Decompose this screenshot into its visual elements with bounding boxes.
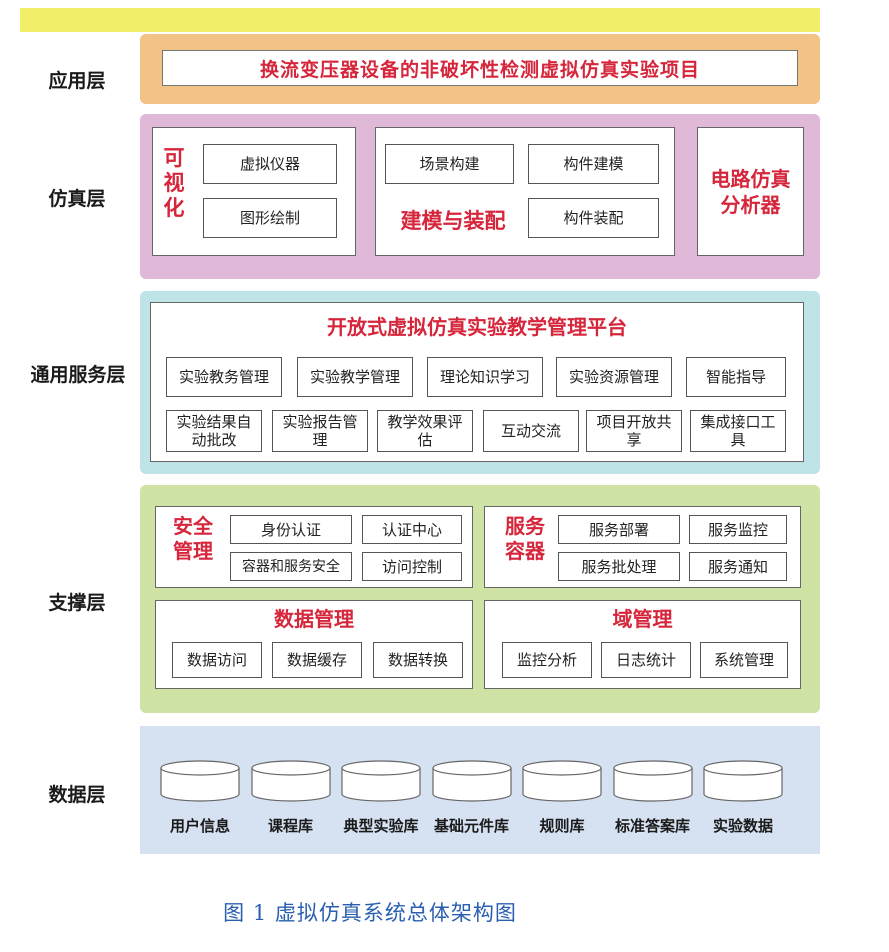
- scene-building-box: 场景构建: [385, 144, 514, 184]
- database-cylinder-icon: [341, 760, 421, 802]
- database-cylinder-icon: [431, 760, 512, 802]
- data-store-label: 基础元件库: [433, 817, 509, 835]
- layer-label-support: 支撑层: [48, 592, 106, 614]
- service-row1-item-2: 理论知识学习: [427, 357, 543, 397]
- top-strip: [20, 8, 820, 32]
- log-statistics-box: 日志统计: [601, 642, 691, 678]
- component-modeling-box: 构件建模: [528, 144, 659, 184]
- application-project-box: 换流变压器设备的非破坏性检测虚拟仿真实验项目: [162, 50, 798, 86]
- data-store-label: 课程库: [267, 817, 313, 835]
- auth-center-box: 认证中心: [362, 515, 462, 544]
- application-project-title: 换流变压器设备的非破坏性检测虚拟仿真实验项目: [259, 58, 700, 81]
- domain-management-title: 域管理: [612, 607, 673, 631]
- access-control-box: 访问控制: [362, 552, 462, 581]
- service-container-title: 服务 容器: [505, 514, 545, 563]
- service-row2-item-0: 实验结果自动批改: [166, 410, 262, 452]
- service-row1-item-1: 实验教学管理: [297, 357, 413, 397]
- database-cylinder-icon: [522, 760, 602, 802]
- layer-label-service: 通用服务层: [30, 364, 126, 386]
- service-batch-box: 服务批处理: [558, 552, 680, 581]
- service-row2-item-2: 教学效果评估: [377, 410, 473, 452]
- figure-caption: 图 1 虚拟仿真系统总体架构图: [223, 901, 517, 925]
- layer-label-application: 应用层: [48, 70, 106, 92]
- data-store-label: 标准答案库: [614, 817, 690, 835]
- graphics-drawing-box: 图形绘制: [203, 198, 337, 238]
- service-row2-item-5: 集成接口工具: [690, 410, 786, 452]
- security-title: 安全 管理: [173, 514, 213, 563]
- circuit-simulator-title-line1: 电路仿真: [710, 166, 791, 191]
- database-cylinder-icon: [612, 760, 693, 802]
- circuit-simulator-box: 电路仿真 分析器: [697, 127, 804, 256]
- system-management-box: 系统管理: [700, 642, 788, 678]
- service-deploy-box: 服务部署: [558, 515, 680, 544]
- service-row2-item-1: 实验报告管理: [272, 410, 368, 452]
- data-store-label: 用户信息: [169, 817, 230, 835]
- data-store-label: 规则库: [539, 817, 585, 835]
- database-cylinder-icon: [250, 760, 331, 802]
- database-cylinder-icon: [703, 760, 783, 802]
- service-row2-item-4: 项目开放共享: [586, 410, 682, 452]
- service-row1-item-4: 智能指导: [686, 357, 786, 397]
- service-row1-item-3: 实验资源管理: [556, 357, 672, 397]
- data-convert-box: 数据转换: [373, 642, 463, 678]
- data-store-label: 典型实验库: [343, 817, 419, 835]
- service-row1-item-0: 实验教务管理: [166, 357, 282, 397]
- data-cache-box: 数据缓存: [272, 642, 362, 678]
- visualization-title: 可 视 化: [163, 146, 185, 220]
- modeling-title: 建模与装配: [400, 209, 506, 233]
- database-cylinder-icon: [160, 760, 240, 802]
- container-service-security-box: 容器和服务安全: [230, 552, 352, 581]
- service-notify-box: 服务通知: [689, 552, 787, 581]
- service-monitor-box: 服务监控: [689, 515, 787, 544]
- circuit-simulator-title-line2: 分析器: [720, 192, 781, 217]
- monitor-analysis-box: 监控分析: [502, 642, 592, 678]
- data-management-title: 数据管理: [274, 607, 354, 631]
- platform-title: 开放式虚拟仿真实验教学管理平台: [327, 315, 627, 339]
- layer-label-simulation: 仿真层: [48, 188, 106, 210]
- identity-auth-box: 身份认证: [230, 515, 352, 544]
- service-row2-item-3: 互动交流: [483, 410, 579, 452]
- virtual-instrument-box: 虚拟仪器: [203, 144, 337, 184]
- component-assembly-box: 构件装配: [528, 198, 659, 238]
- data-access-box: 数据访问: [172, 642, 262, 678]
- data-store-label: 实验数据: [712, 817, 773, 835]
- layer-label-data: 数据层: [48, 784, 106, 806]
